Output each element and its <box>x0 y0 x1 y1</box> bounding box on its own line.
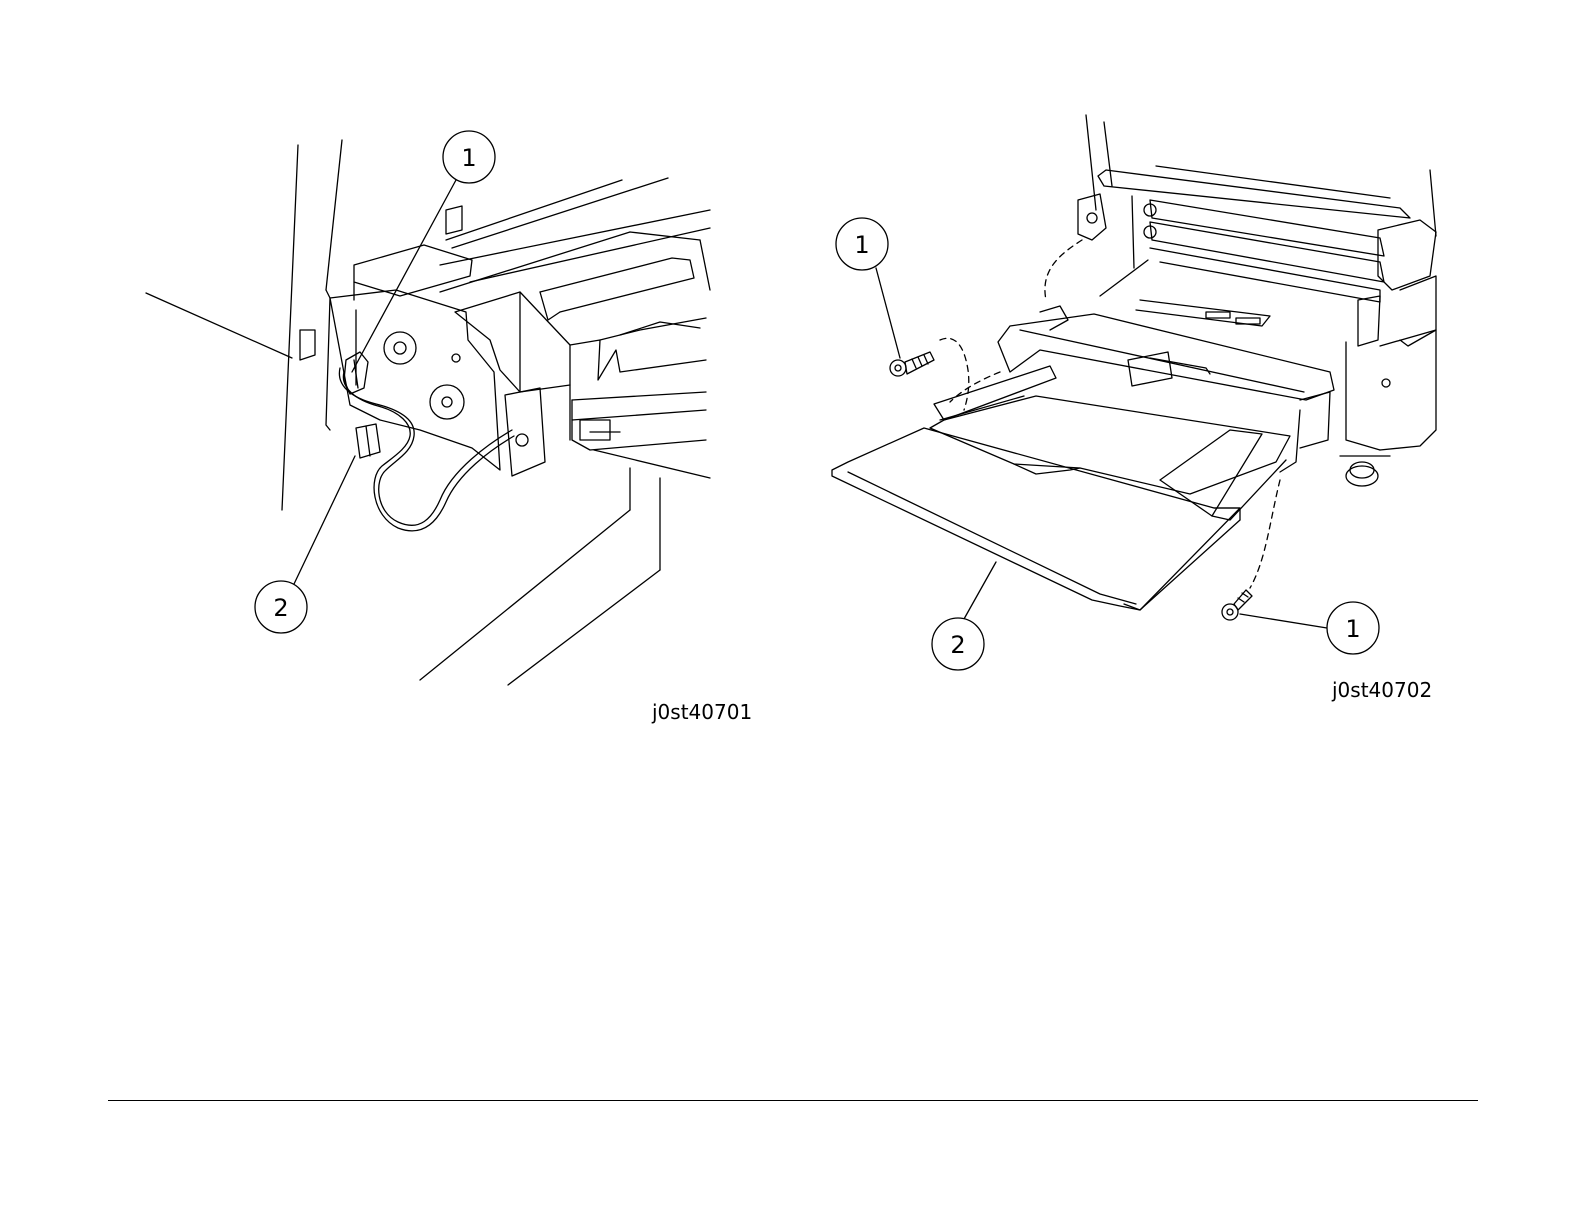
figure-caption-right: j0st40702 <box>1332 678 1432 702</box>
machine-tray-drawing <box>832 115 1436 620</box>
footer-divider <box>108 1100 1478 1101</box>
callout-leader-1 <box>876 268 900 358</box>
callout-number: 2 <box>950 631 965 659</box>
callout-2: 2 <box>255 581 307 633</box>
callout-2: 2 <box>932 618 984 670</box>
screw-icon <box>890 352 934 376</box>
figure-caption-left: j0st40701 <box>652 700 752 724</box>
callout-1: 1 <box>836 218 888 270</box>
callout-1: 1 <box>443 131 495 183</box>
callout-leader-1 <box>1240 614 1327 628</box>
callout-number: 2 <box>273 594 288 622</box>
illustration-j0st40702: 1 1 2 <box>800 0 1584 740</box>
callout-number: 1 <box>1345 615 1360 643</box>
callout-leader-2 <box>294 456 355 584</box>
callout-number: 1 <box>854 231 869 259</box>
callout-1: 1 <box>1327 602 1379 654</box>
callout-number: 1 <box>461 144 476 172</box>
callout-leader-2 <box>964 562 996 619</box>
machine-frame-drawing <box>146 140 710 685</box>
illustration-j0st40701: 1 2 <box>0 0 800 740</box>
